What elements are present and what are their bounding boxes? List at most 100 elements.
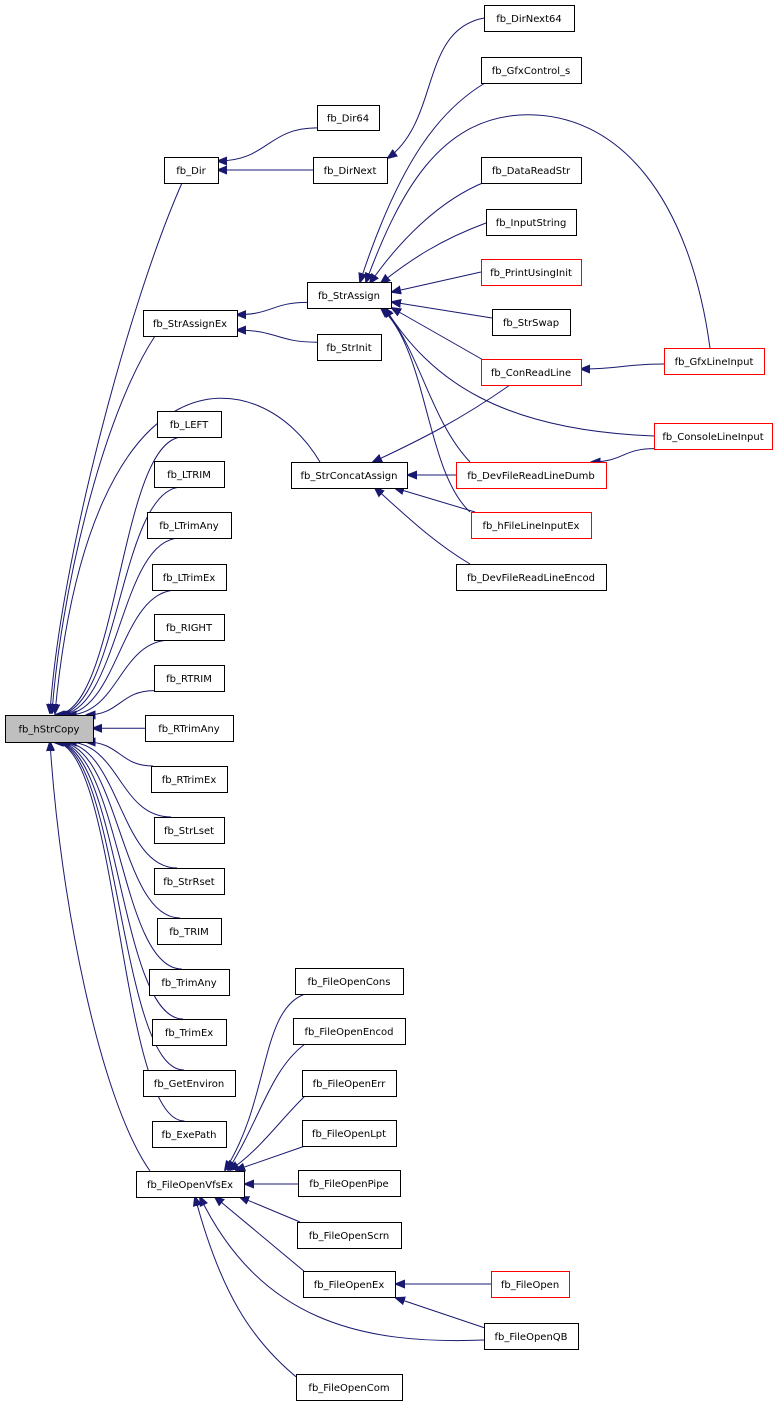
node-box[interactable] [152,564,227,591]
node-StrAssignEx[interactable]: fb_StrAssignEx [143,310,238,337]
node-label: fb_FileOpenLpt [312,1129,386,1140]
node-box[interactable] [154,665,225,692]
node-box[interactable] [654,423,773,450]
node-FileOpenCons[interactable]: fb_FileOpenCons [295,968,404,995]
node-box[interactable] [291,462,408,489]
node-FileOpenEncod[interactable]: fb_FileOpenEncod [293,1018,406,1045]
node-RTrimEx[interactable]: fb_RTrimEx [151,766,228,793]
node-label: fb_FileOpenQB [494,1332,567,1343]
node-label: fb_DevFileReadLineDumb [467,471,594,482]
node-FileOpenPipe[interactable]: fb_FileOpenPipe [298,1170,401,1197]
node-box[interactable] [136,1171,245,1198]
node-DevFileReadLineEncod[interactable]: fb_DevFileReadLineEncod [456,564,607,591]
edge-Dir-to-hStrCopy [50,182,183,713]
node-LEFT[interactable]: fb_LEFT [157,411,222,438]
node-DirNext64[interactable]: fb_DirNext64 [484,5,575,32]
node-DevFileReadLineDumb[interactable]: fb_DevFileReadLineDumb [456,462,607,489]
node-box[interactable] [147,512,232,539]
node-box[interactable] [317,334,382,361]
node-ConsoleLineInput[interactable]: fb_ConsoleLineInput [654,423,773,450]
node-FileOpenLpt[interactable]: fb_FileOpenLpt [302,1120,397,1147]
node-label: fb_FileOpenScrn [309,1231,389,1242]
node-GetEnviron[interactable]: fb_GetEnviron [143,1070,236,1097]
node-box[interactable] [307,282,392,309]
node-box[interactable] [317,105,380,131]
node-box[interactable] [481,259,582,286]
node-box[interactable] [151,766,228,793]
node-DataReadStr[interactable]: fb_DataReadStr [481,157,582,184]
node-box[interactable] [143,310,238,337]
node-RTRIM[interactable]: fb_RTRIM [154,665,225,692]
node-box[interactable] [303,1271,396,1298]
node-box[interactable] [456,462,607,489]
node-StrConcatAssign[interactable]: fb_StrConcatAssign [291,462,408,489]
node-ExePath[interactable]: fb_ExePath [152,1121,227,1148]
node-box[interactable] [481,157,582,184]
node-box[interactable] [484,5,575,32]
node-LTrimAny[interactable]: fb_LTrimAny [147,512,232,539]
edge-StrConcatAssign-to-hStrCopy [55,397,321,713]
node-DirNext[interactable]: fb_DirNext [313,157,388,184]
node-RTrimAny[interactable]: fb_RTrimAny [145,715,234,742]
node-LTRIM[interactable]: fb_LTRIM [154,461,225,488]
node-StrAssign[interactable]: fb_StrAssign [307,282,392,309]
node-TrimAny[interactable]: fb_TrimAny [149,969,230,996]
node-StrRset[interactable]: fb_StrRset [154,868,225,895]
node-GfxControl_s[interactable]: fb_GfxControl_s [481,57,582,84]
node-box[interactable] [154,817,225,844]
node-box[interactable] [471,512,592,539]
node-FileOpenQB[interactable]: fb_FileOpenQB [484,1323,579,1350]
node-LTrimEx[interactable]: fb_LTrimEx [152,564,227,591]
node-box[interactable] [486,209,577,236]
node-StrLset[interactable]: fb_StrLset [154,817,225,844]
node-FileOpenCom[interactable]: fb_FileOpenCom [296,1374,403,1401]
node-FileOpenVfsEx[interactable]: fb_FileOpenVfsEx [136,1171,245,1198]
node-Dir64[interactable]: fb_Dir64 [317,105,380,131]
node-box[interactable] [152,1121,227,1148]
node-FileOpen[interactable]: fb_FileOpen [491,1271,570,1298]
node-box[interactable] [664,348,765,375]
node-box[interactable] [481,359,582,386]
node-RIGHT[interactable]: fb_RIGHT [154,614,225,641]
node-TrimEx[interactable]: fb_TrimEx [152,1019,227,1046]
node-box[interactable] [5,715,94,743]
node-box[interactable] [298,1170,401,1197]
node-hFileLineInputEx[interactable]: fb_hFileLineInputEx [471,512,592,539]
node-box[interactable] [481,57,582,84]
node-box[interactable] [154,614,225,641]
node-box[interactable] [313,157,388,184]
node-FileOpenScrn[interactable]: fb_FileOpenScrn [297,1222,402,1249]
node-box[interactable] [297,1222,402,1249]
node-StrInit[interactable]: fb_StrInit [317,334,382,361]
node-box[interactable] [154,868,225,895]
node-box[interactable] [484,1323,579,1350]
node-box[interactable] [293,1018,406,1045]
node-hStrCopy[interactable]: fb_hStrCopy [5,715,94,743]
node-box[interactable] [157,918,222,945]
node-PrintUsingInit[interactable]: fb_PrintUsingInit [481,259,582,286]
node-StrSwap[interactable]: fb_StrSwap [492,309,571,336]
node-box[interactable] [296,1374,403,1401]
node-GfxLineInput[interactable]: fb_GfxLineInput [664,348,765,375]
node-InputString[interactable]: fb_InputString [486,209,577,236]
node-box[interactable] [154,461,225,488]
node-box[interactable] [302,1120,397,1147]
node-box[interactable] [152,1019,227,1046]
node-Dir[interactable]: fb_Dir [164,157,219,184]
node-FileOpenErr[interactable]: fb_FileOpenErr [302,1070,397,1097]
node-box[interactable] [295,968,404,995]
node-TRIM[interactable]: fb_TRIM [157,918,222,945]
node-box[interactable] [145,715,234,742]
node-box[interactable] [456,564,607,591]
node-box[interactable] [164,157,219,184]
node-box[interactable] [149,969,230,996]
node-FileOpenEx[interactable]: fb_FileOpenEx [303,1271,396,1298]
node-box[interactable] [302,1070,397,1097]
edge-FileOpenVfsEx-to-hStrCopy [50,742,151,1172]
node-box[interactable] [157,411,222,438]
node-box[interactable] [492,309,571,336]
node-box[interactable] [491,1271,570,1298]
node-box[interactable] [143,1070,236,1097]
node-ConReadLine[interactable]: fb_ConReadLine [481,359,582,386]
node-label: fb_StrConcatAssign [301,471,398,482]
